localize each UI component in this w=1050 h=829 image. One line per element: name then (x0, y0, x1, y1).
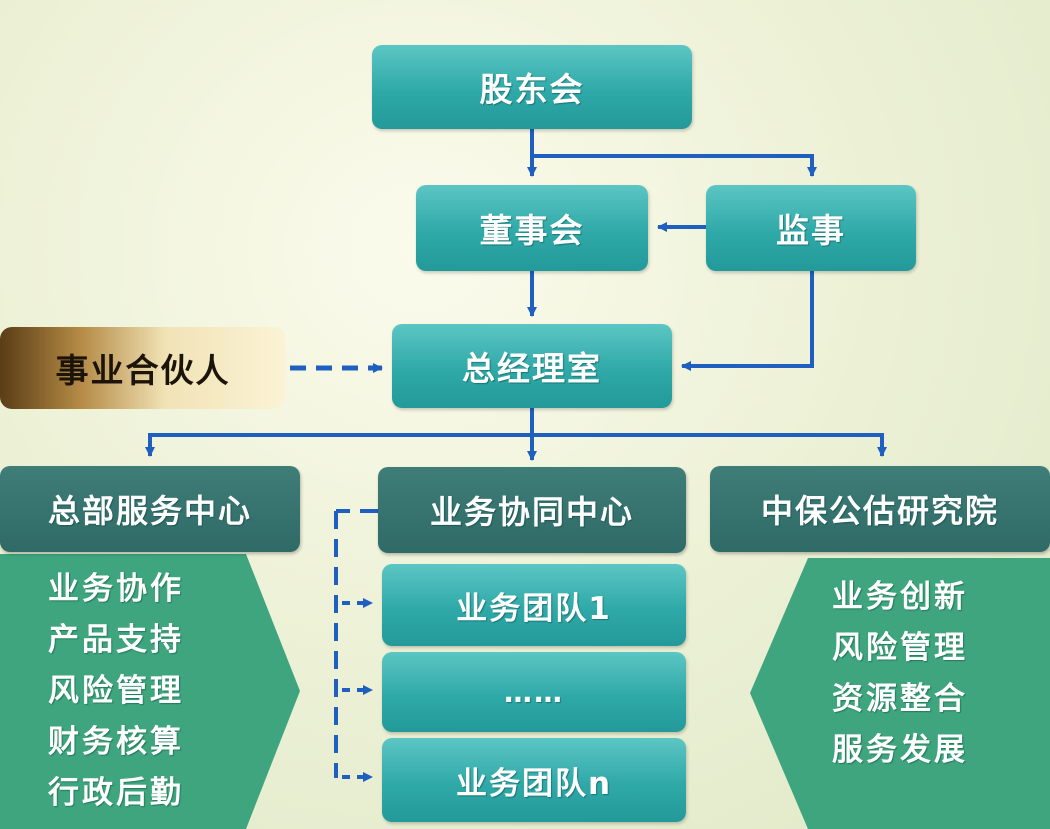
node-board-label: 董事会 (479, 211, 585, 250)
node-hq-service: 总部服务中心 (0, 466, 300, 552)
arrow-gm-to-hq (145, 433, 532, 457)
hq-function-item: 行政后勤 (48, 775, 184, 811)
node-hq-service-label: 总部服务中心 (47, 492, 252, 530)
node-shareholders: 股东会 (372, 45, 692, 129)
hq-function-item: 风险管理 (48, 673, 184, 709)
node-team-n-label: 业务团队n (455, 765, 613, 802)
arrow-shareholders-to-supervisor (532, 154, 817, 177)
research-function-item: 服务发展 (832, 731, 968, 768)
hq-functions-panel: 业务协作 产品支持 风险管理 财务核算 行政后勤 (0, 554, 300, 829)
node-gm-office: 总经理室 (392, 324, 672, 408)
hq-function-item: 业务协作 (48, 571, 184, 607)
node-shareholders-label: 股东会 (479, 70, 585, 109)
node-collab-center-label: 业务协同中心 (429, 493, 634, 531)
arrow-gm-to-research (532, 433, 887, 457)
node-board: 董事会 (416, 185, 648, 271)
node-partner: 事业合伙人 (0, 327, 286, 409)
research-function-item: 资源整合 (832, 680, 968, 717)
node-supervisor: 监事 (706, 185, 916, 271)
node-supervisor-label: 监事 (776, 211, 846, 250)
node-research: 中保公估研究院 (710, 466, 1050, 552)
hq-function-item: 财务核算 (48, 724, 184, 760)
research-function-item: 风险管理 (832, 629, 968, 666)
research-function-item: 业务创新 (832, 578, 968, 615)
node-team-ellipsis-label: …… (504, 675, 564, 709)
node-team-1: 业务团队1 (382, 564, 686, 646)
node-gm-office-label: 总经理室 (462, 349, 602, 388)
node-team-1-label: 业务团队1 (456, 590, 612, 627)
node-partner-label: 事业合伙人 (55, 351, 231, 390)
hq-function-item: 产品支持 (48, 622, 184, 658)
node-research-label: 中保公估研究院 (760, 492, 999, 530)
arrow-supervisor-to-gm (681, 270, 814, 371)
node-collab-center: 业务协同中心 (378, 467, 686, 553)
node-team-ellipsis: …… (382, 652, 686, 732)
research-functions-panel: 业务创新 风险管理 资源整合 服务发展 (750, 558, 1050, 829)
node-team-n: 业务团队n (382, 738, 686, 822)
